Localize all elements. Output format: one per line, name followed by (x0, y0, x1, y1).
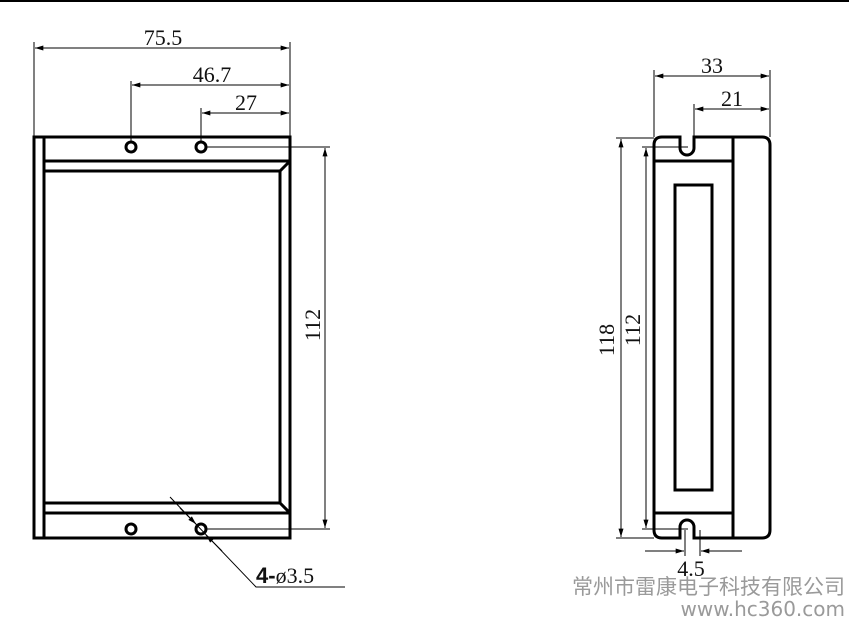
dim-slot-width: 4.5 (677, 556, 705, 581)
mounting-hole (124, 140, 138, 154)
dim-hole-left: 46.7 (193, 62, 232, 87)
front-outline (32, 135, 292, 540)
dim-hole-right: 27 (235, 90, 257, 115)
watermark-company: 常州市雷康电子科技有限公司 (572, 575, 845, 599)
mounting-hole (124, 522, 138, 536)
hole-callout: 4-ø3.5 (256, 563, 314, 588)
dim-slot-spacing: 112 (620, 314, 645, 346)
dim-depth: 33 (701, 53, 723, 78)
side-view: 33 21 118 112 4.5 (594, 53, 772, 581)
leader-line (169, 496, 345, 588)
dim-overall-width: 75.5 (144, 25, 183, 50)
mounting-hole (194, 140, 208, 154)
dim-slot-offset: 21 (721, 86, 743, 111)
dim-overall-height: 118 (594, 324, 619, 356)
front-window (673, 183, 714, 492)
watermark-url: www.hc360.com (680, 597, 845, 621)
front-view: 75.5 46.7 27 112 4-ø3.5 (32, 25, 345, 588)
dim-hole-spacing: 112 (300, 309, 325, 341)
